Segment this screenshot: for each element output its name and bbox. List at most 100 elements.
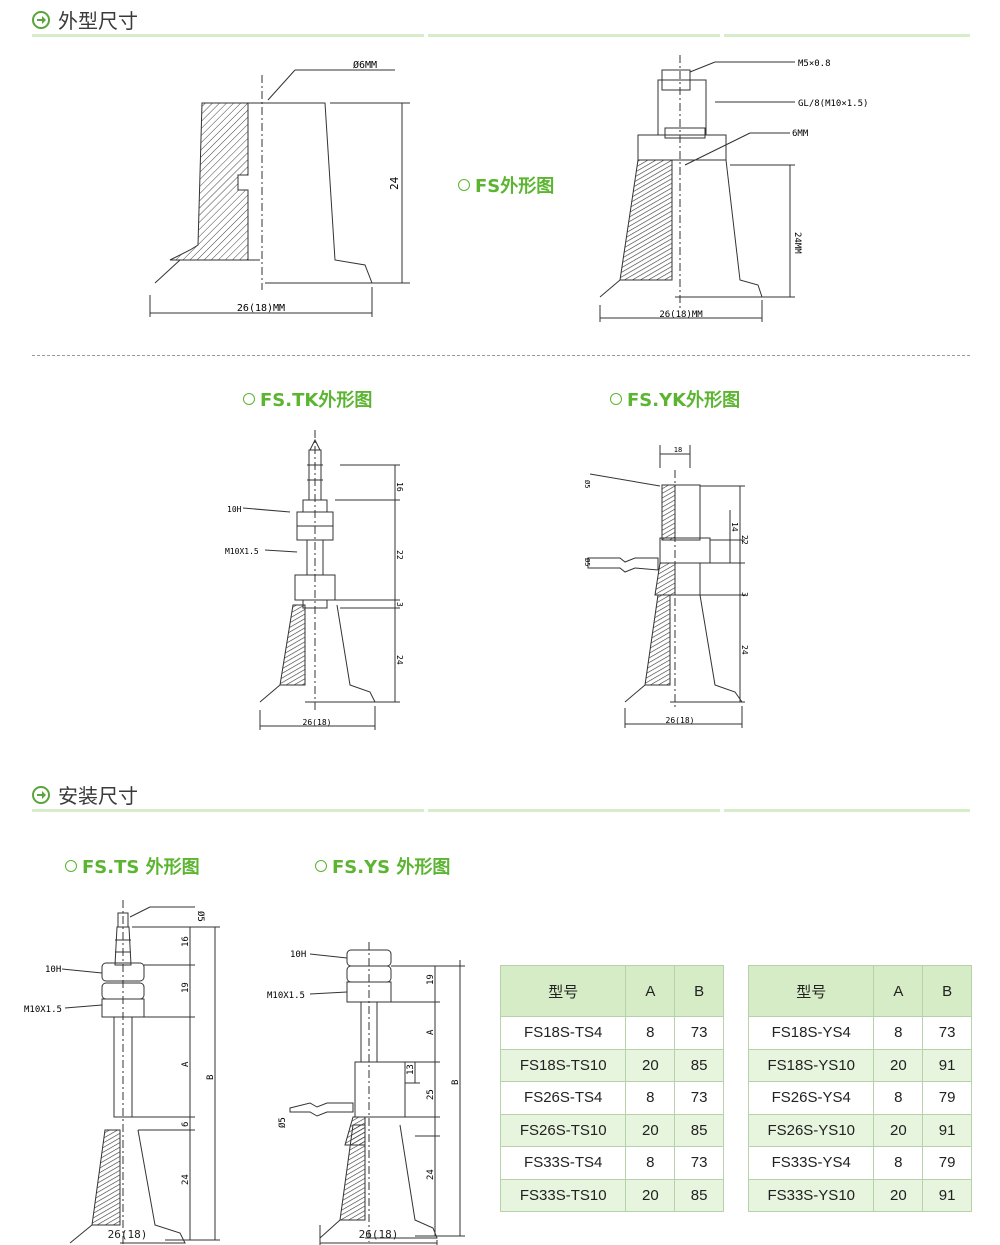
dim-width: 26(18)MM bbox=[237, 303, 285, 314]
circle-icon bbox=[315, 860, 327, 872]
dim-width: 26(18) bbox=[303, 718, 332, 727]
cell-a: 8 bbox=[873, 1081, 924, 1115]
cell-a: 20 bbox=[625, 1113, 676, 1147]
fsts-drawing: Ø5 10H M10X1.5 16 19 A 6 24 B bbox=[24, 900, 220, 1245]
dim-24: 24 bbox=[395, 655, 404, 665]
cell-model: FS26S-TS10 bbox=[499, 1113, 627, 1147]
dim-3: 3 bbox=[740, 592, 749, 597]
dim-d5a: Ø5 bbox=[583, 480, 591, 488]
cell-a: 8 bbox=[873, 1016, 924, 1050]
dim-14: 14 bbox=[730, 522, 739, 532]
cell-a: 20 bbox=[625, 1178, 676, 1212]
section-divider bbox=[724, 34, 970, 37]
section-divider bbox=[428, 809, 720, 812]
fstk-drawing: 10H M10X1.5 16 22 3 24 26(18) bbox=[225, 430, 404, 730]
cell-a: 8 bbox=[625, 1016, 676, 1050]
caption-text: FS.YK外形图 bbox=[627, 390, 741, 411]
circle-icon bbox=[243, 393, 255, 405]
label-hex: 10H bbox=[290, 950, 306, 960]
dashed-divider bbox=[32, 355, 970, 356]
dim-13: 13 bbox=[406, 1064, 416, 1075]
dim-22: 22 bbox=[740, 535, 749, 545]
header-a: A bbox=[873, 965, 924, 1017]
cell-model: FS26S-YS4 bbox=[747, 1081, 875, 1115]
caption-fsyk: FS.YK外形图 bbox=[610, 386, 740, 412]
cell-model: FS18S-TS10 bbox=[499, 1048, 627, 1082]
table-row: FS18S-YS4 8 73 bbox=[747, 1016, 972, 1050]
cell-model: FS33S-TS4 bbox=[499, 1146, 627, 1180]
cell-model: FS26S-YS10 bbox=[747, 1113, 875, 1147]
label-hex: 10H bbox=[227, 505, 242, 514]
table-row: FS26S-TS4 8 73 bbox=[499, 1081, 724, 1115]
section-divider bbox=[724, 809, 970, 812]
table-row: FS33S-YS4 8 79 bbox=[747, 1146, 972, 1180]
dim-24: 24 bbox=[740, 645, 749, 655]
dim-width: 26(18)MM bbox=[659, 310, 703, 320]
arrow-circle-icon bbox=[32, 10, 50, 29]
table-row: FS33S-YS10 20 91 bbox=[747, 1178, 972, 1212]
spec-table-ys: 型号 A B FS18S-YS4 8 73 FS18S-YS10 20 91 F… bbox=[747, 965, 972, 1212]
cell-b: 91 bbox=[922, 1178, 972, 1212]
dim-height: 24 bbox=[388, 176, 401, 190]
cell-model: FS18S-YS4 bbox=[747, 1016, 875, 1050]
dim-b: B bbox=[451, 1080, 461, 1085]
cell-b: 85 bbox=[674, 1048, 724, 1082]
circle-icon bbox=[458, 179, 470, 191]
cell-b: 73 bbox=[674, 1081, 724, 1115]
section-divider bbox=[428, 34, 720, 37]
dim-d5: Ø5 bbox=[277, 1117, 288, 1128]
header-b: B bbox=[674, 965, 724, 1017]
dim-24: 24 bbox=[181, 1174, 191, 1185]
dim-b: B bbox=[206, 1075, 216, 1080]
dim-d5: Ø5 bbox=[195, 911, 206, 922]
header-model: 型号 bbox=[499, 965, 627, 1017]
section-title-dimensions: 外型尺寸 bbox=[32, 5, 138, 34]
dim-19: 19 bbox=[181, 982, 191, 993]
cell-b: 73 bbox=[922, 1016, 972, 1050]
table-row: FS26S-TS10 20 85 bbox=[499, 1113, 724, 1147]
label-thread: M10X1.5 bbox=[267, 991, 305, 1001]
dim-a: A bbox=[426, 1029, 436, 1035]
cell-a: 20 bbox=[625, 1048, 676, 1082]
section-title-text: 安装尺寸 bbox=[58, 784, 138, 808]
cell-model: FS18S-YS10 bbox=[747, 1048, 875, 1082]
dim-3: 3 bbox=[395, 602, 404, 607]
table-row: FS18S-YS10 20 91 bbox=[747, 1048, 972, 1082]
cell-model: FS26S-TS4 bbox=[499, 1081, 627, 1115]
table-row: FS18S-TS10 20 85 bbox=[499, 1048, 724, 1082]
cell-model: FS33S-TS10 bbox=[499, 1178, 627, 1212]
dim-m5: M5×0.8 bbox=[798, 59, 831, 69]
circle-icon bbox=[610, 393, 622, 405]
dim-19: 19 bbox=[426, 974, 436, 985]
cell-b: 73 bbox=[674, 1016, 724, 1050]
cell-b: 79 bbox=[922, 1146, 972, 1180]
cell-a: 8 bbox=[625, 1081, 676, 1115]
caption-text: FS.TS 外形图 bbox=[82, 857, 200, 878]
dim-width: 26(18) bbox=[358, 1228, 399, 1241]
cell-b: 91 bbox=[922, 1113, 972, 1147]
circle-icon bbox=[65, 860, 77, 872]
cell-model: FS33S-YS10 bbox=[747, 1178, 875, 1212]
cell-a: 20 bbox=[873, 1178, 924, 1212]
table-row: FS26S-YS10 20 91 bbox=[747, 1113, 972, 1147]
caption-text: FS.TK外形图 bbox=[260, 390, 373, 411]
cell-b: 91 bbox=[922, 1048, 972, 1082]
section-divider bbox=[32, 34, 424, 37]
section-title-text: 外型尺寸 bbox=[58, 9, 138, 33]
cell-b: 73 bbox=[674, 1146, 724, 1180]
label-hex: 10H bbox=[45, 965, 61, 975]
dim-width: 26(18) bbox=[107, 1228, 148, 1241]
cell-a: 20 bbox=[873, 1048, 924, 1082]
dim-top: 18 bbox=[674, 446, 682, 454]
dim-22: 22 bbox=[395, 550, 404, 560]
cell-model: FS18S-TS4 bbox=[499, 1016, 627, 1050]
dim-a: A bbox=[181, 1061, 191, 1067]
dim-16: 16 bbox=[181, 936, 191, 947]
dim-gl: GL/8(M10×1.5) bbox=[798, 99, 868, 109]
cell-a: 20 bbox=[873, 1113, 924, 1147]
cell-b: 85 bbox=[674, 1113, 724, 1147]
dim-diameter: Ø6MM bbox=[353, 59, 377, 71]
header-a: A bbox=[625, 965, 676, 1017]
caption-fsts: FS.TS 外形图 bbox=[65, 853, 200, 879]
cell-a: 8 bbox=[625, 1146, 676, 1180]
